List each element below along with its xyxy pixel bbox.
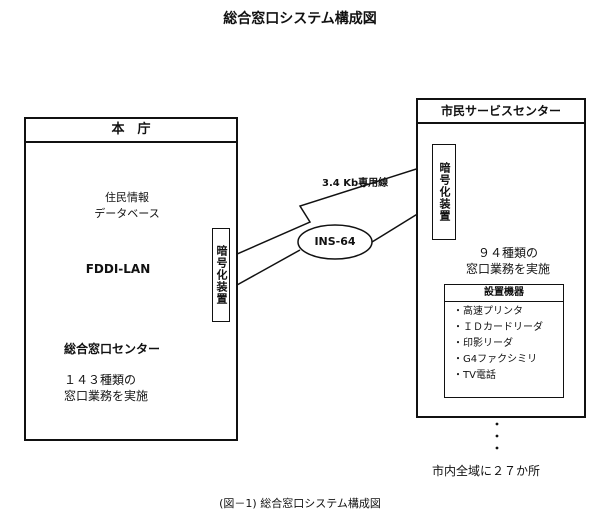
hq-services: １４３種類の 窓口業務を実施 [64,373,149,403]
sc-encryptor: 暗号化装置 [432,144,456,240]
equipment-list: ・高速プリンタ ・ＩＤカードリーダ ・印影リーダ ・G4ファクシミリ ・TV電話 [445,302,563,384]
fddi-lan-label: FDDI-LAN [85,262,151,276]
sc-services: ９４種類の 窓口業務を実施 [465,246,550,276]
diagram-title: 総合窓口システム構成図 [223,11,377,27]
service-center-header: 市民サービスセンター [418,100,584,124]
hq-header: 本 庁 [26,119,236,143]
equipment-item: ・高速プリンタ [453,306,523,317]
count-note: 市内全域に２７か所 [432,464,541,478]
leased-line-label: 3.4 Kb専用線 [322,178,389,189]
equipment-title: 設置機器 [445,285,563,302]
ins-label: INS-64 [314,235,356,248]
figure-caption: (図－1) 総合窓口システム構成図 [219,497,381,510]
leased-line [227,163,433,259]
hq-encryptor: 暗号化装置 [212,228,230,322]
sc-encryptor-label: 暗号化装置 [438,162,451,222]
equipment-item: ・印影リーダ [453,338,513,349]
equipment-item: ・ＩＤカードリーダ [453,322,543,333]
equipment-item: ・TV電話 [453,370,496,381]
equipment-box: 設置機器 ・高速プリンタ ・ＩＤカードリーダ ・印影リーダ ・G4ファクシミリ … [444,284,564,398]
database-label: 住民情報 データベース [94,191,160,220]
hq-center-name: 総合窓口センター [64,342,161,356]
hq-box: 本 庁 [24,117,238,441]
ins-ellipse [297,224,373,260]
equipment-item: ・G4ファクシミリ [453,354,538,365]
hq-encryptor-label: 暗号化装置 [215,245,228,305]
